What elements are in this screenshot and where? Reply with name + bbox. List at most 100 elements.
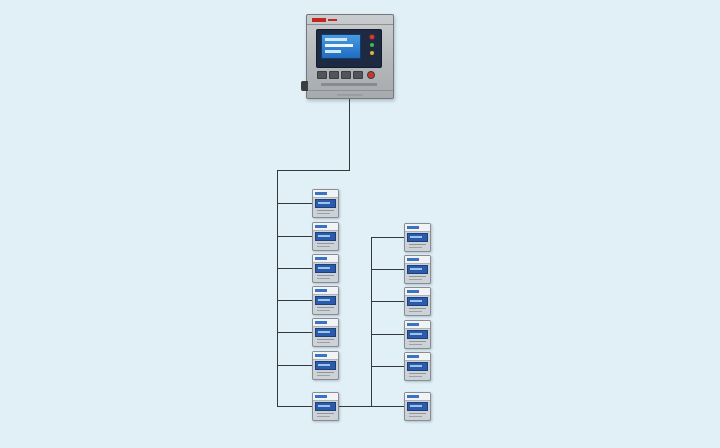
module-display [407, 233, 428, 242]
panel-button [341, 71, 351, 79]
module-vent-line [317, 310, 330, 311]
left-bus-line [277, 170, 278, 407]
fault-led [370, 51, 374, 55]
module-vent-line [409, 276, 426, 277]
module-vent-line [409, 344, 422, 345]
bus-stub-line [277, 268, 313, 269]
module-brand-mark [407, 323, 419, 326]
module-display [407, 265, 428, 274]
module-vent-line [317, 342, 330, 343]
module-display-text [318, 267, 330, 269]
module-display-text [410, 365, 422, 367]
module-brand-mark [315, 354, 327, 357]
module-vent-line [409, 247, 422, 248]
module-display [315, 199, 336, 208]
module-brand-mark [315, 257, 327, 260]
module-vent-line [317, 307, 334, 308]
module-display-text [410, 236, 422, 238]
module-brand-mark [407, 395, 419, 398]
module-vent-line [409, 311, 422, 312]
module-vent-line [409, 373, 426, 374]
panel-button [353, 71, 363, 79]
sensor-module [312, 286, 339, 315]
module-label-strip [313, 319, 338, 327]
brand-logo [312, 18, 337, 22]
module-display-text [410, 300, 422, 302]
module-display [407, 297, 428, 306]
module-brand-mark [315, 192, 327, 195]
reset-button [367, 71, 375, 79]
controller-unit [301, 14, 394, 99]
sensor-module [312, 189, 339, 218]
lcd-readout-line [325, 44, 353, 47]
module-display-text [410, 268, 422, 270]
power-led [370, 43, 374, 47]
module-vent-line [317, 413, 334, 414]
module-brand-mark [407, 355, 419, 358]
controller-seam [307, 90, 393, 91]
module-vent-line [317, 375, 330, 376]
lcd-screen [321, 34, 361, 59]
module-vent-line [317, 243, 334, 244]
module-brand-mark [315, 395, 327, 398]
module-vent-line [409, 416, 422, 417]
module-vent-line [409, 244, 426, 245]
module-label-strip [405, 288, 430, 296]
bus-stub-line [277, 300, 313, 301]
module-display [315, 264, 336, 273]
module-brand-mark [407, 258, 419, 261]
module-brand-mark [315, 225, 327, 228]
sensor-module [404, 392, 431, 421]
module-display [315, 402, 336, 411]
module-label-strip [405, 393, 430, 401]
module-label-strip [313, 393, 338, 401]
sensor-module [312, 222, 339, 251]
module-vent-line [409, 279, 422, 280]
module-label-strip [405, 224, 430, 232]
bus-stub-line [277, 236, 313, 237]
bus-stub-line [371, 366, 405, 367]
module-label-strip [313, 255, 338, 263]
module-label-strip [313, 223, 338, 231]
module-brand-mark [315, 289, 327, 292]
bus-stub-line [371, 301, 405, 302]
bus-stub-line [371, 237, 405, 238]
module-label-strip [405, 256, 430, 264]
bus-stub-line [371, 406, 405, 407]
panel-button [317, 71, 327, 79]
module-vent-line [317, 339, 334, 340]
module-display-text [410, 333, 422, 335]
sensor-module [404, 352, 431, 381]
bus-stub-line [277, 332, 313, 333]
controller-drop-line [349, 96, 350, 171]
controller-label-strip [321, 83, 377, 86]
module-vent-line [317, 416, 330, 417]
sensor-module [312, 392, 339, 421]
controller-seam [307, 24, 393, 25]
module-display [315, 328, 336, 337]
bus-stub-line [277, 203, 313, 204]
module-display [407, 362, 428, 371]
module-display [315, 296, 336, 305]
module-label-strip [405, 353, 430, 361]
sensor-module [404, 287, 431, 316]
controller-display-panel [316, 29, 382, 68]
module-vent-line [409, 341, 426, 342]
module-brand-mark [407, 290, 419, 293]
module-display-text [318, 235, 330, 237]
module-vent-line [317, 210, 334, 211]
module-vent-line [409, 413, 426, 414]
top-jog-line [277, 170, 350, 171]
module-vent-line [317, 246, 330, 247]
module-brand-mark [407, 226, 419, 229]
lcd-readout-line [325, 50, 341, 53]
module-label-strip [313, 190, 338, 198]
panel-button [329, 71, 339, 79]
controller-vent [337, 94, 363, 96]
alarm-led [370, 35, 374, 39]
module-label-strip [313, 352, 338, 360]
module-vent-line [317, 275, 334, 276]
module-display-text [318, 331, 330, 333]
module-vent-line [409, 376, 422, 377]
